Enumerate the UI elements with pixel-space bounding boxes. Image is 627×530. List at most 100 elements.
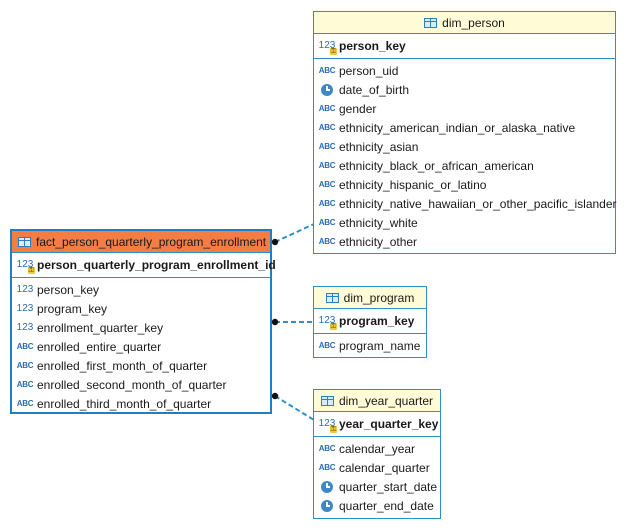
- key-badge-icon: ⚿: [329, 47, 337, 55]
- text-type-icon: ABC: [318, 65, 336, 75]
- primary-key-section: 123⚿program_key: [314, 309, 426, 334]
- column-name: calendar_quarter: [339, 460, 430, 475]
- numeric-type-icon: 123: [16, 321, 34, 333]
- column-name: enrollment_quarter_key: [37, 320, 164, 335]
- column-name: program_key: [37, 301, 108, 316]
- link-fact-to-dim-year-quarter[interactable]: [271, 392, 315, 421]
- column-name: ethnicity_other: [339, 234, 418, 249]
- text-type-icon: ABC: [318, 141, 336, 151]
- column-name: date_of_birth: [339, 82, 410, 97]
- text-type-icon: ABC: [318, 236, 336, 246]
- column-name: ethnicity_asian: [339, 139, 419, 154]
- entity-header[interactable]: dim_program: [314, 287, 426, 309]
- link-endpoint-dot: [271, 318, 279, 326]
- text-type-icon: ABC: [16, 360, 34, 370]
- column-name: ethnicity_native_hawaiian_or_other_pacif…: [339, 196, 617, 211]
- clock-icon: [321, 499, 333, 512]
- primary-key-column[interactable]: 123⚿year_quarter_key: [314, 414, 440, 433]
- column-name: enrolled_entire_quarter: [37, 339, 162, 354]
- primary-key-column[interactable]: 123⚿program_key: [314, 311, 426, 330]
- entity-header[interactable]: dim_year_quarter: [314, 390, 440, 412]
- link-endpoint-dot: [271, 392, 279, 400]
- numeric-key-icon: 123⚿: [16, 258, 35, 274]
- primary-key-section: 123⚿person_key: [314, 34, 615, 59]
- entity-fact-person-quarterly-program-enrollment[interactable]: fact_person_quarterly_program_enrollment…: [10, 229, 276, 414]
- column-name: person_uid: [339, 63, 399, 78]
- text-type-icon: ABC: [16, 398, 34, 408]
- text-type-icon: ABC: [16, 379, 34, 389]
- numeric-type-icon: 123: [16, 302, 34, 314]
- text-type-icon: ABC: [318, 103, 336, 113]
- numeric-key-icon: 123⚿: [318, 417, 337, 433]
- column-name: person_quarterly_program_enrollment_id: [37, 257, 276, 272]
- numeric-key-icon: 123⚿: [318, 314, 337, 330]
- table-icon: [325, 292, 339, 303]
- entity-header[interactable]: dim_person: [314, 12, 615, 34]
- column-row[interactable]: quarter_end_date: [314, 496, 440, 515]
- entity-title: dim_person: [442, 15, 505, 30]
- link-fact-to-dim-person[interactable]: [271, 223, 315, 246]
- column-name: calendar_year: [339, 441, 416, 456]
- column-name: program_name: [339, 338, 421, 353]
- numeric-type-icon: 123: [16, 283, 34, 295]
- entity-title: dim_program: [343, 290, 415, 305]
- link-endpoint-dot: [271, 238, 279, 246]
- column-name: enrolled_first_month_of_quarter: [37, 358, 208, 373]
- text-type-icon: ABC: [318, 122, 336, 132]
- column-name: ethnicity_white: [339, 215, 418, 230]
- text-type-icon: ABC: [318, 462, 336, 472]
- text-type-icon: ABC: [16, 341, 34, 351]
- column-name: ethnicity_american_indian_or_alaska_nati…: [339, 120, 576, 135]
- link-fact-to-dim-program[interactable]: [271, 318, 314, 326]
- table-icon: [320, 395, 334, 406]
- table-icon: [18, 236, 31, 247]
- key-badge-icon: ⚿: [27, 266, 35, 274]
- text-type-icon: ABC: [318, 198, 336, 208]
- column-name: ethnicity_black_or_african_american: [339, 158, 534, 173]
- primary-key-column[interactable]: 123⚿person_key: [314, 36, 615, 55]
- table-icon: [424, 17, 438, 28]
- column-name: enrolled_second_month_of_quarter: [37, 377, 227, 392]
- primary-key-section: 123⚿year_quarter_key: [314, 412, 440, 437]
- column-name: year_quarter_key: [339, 416, 439, 431]
- text-type-icon: ABC: [318, 160, 336, 170]
- entity-header[interactable]: fact_person_quarterly_program_enrollment: [12, 231, 270, 253]
- numeric-key-icon: 123⚿: [318, 39, 337, 55]
- column-name: ethnicity_hispanic_or_latino: [339, 177, 487, 192]
- column-name: enrolled_third_month_of_quarter: [37, 396, 212, 411]
- column-row[interactable]: quarter_start_date: [314, 477, 440, 496]
- clock-icon: [321, 480, 333, 493]
- column-name: program_key: [339, 313, 415, 328]
- key-badge-icon: ⚿: [329, 425, 337, 433]
- entity-title: fact_person_quarterly_program_enrollment: [36, 234, 267, 249]
- primary-key-column[interactable]: 123⚿person_quarterly_program_enrollment_…: [12, 255, 276, 274]
- text-type-icon: ABC: [318, 217, 336, 227]
- column-row[interactable]: date_of_birth: [314, 80, 615, 99]
